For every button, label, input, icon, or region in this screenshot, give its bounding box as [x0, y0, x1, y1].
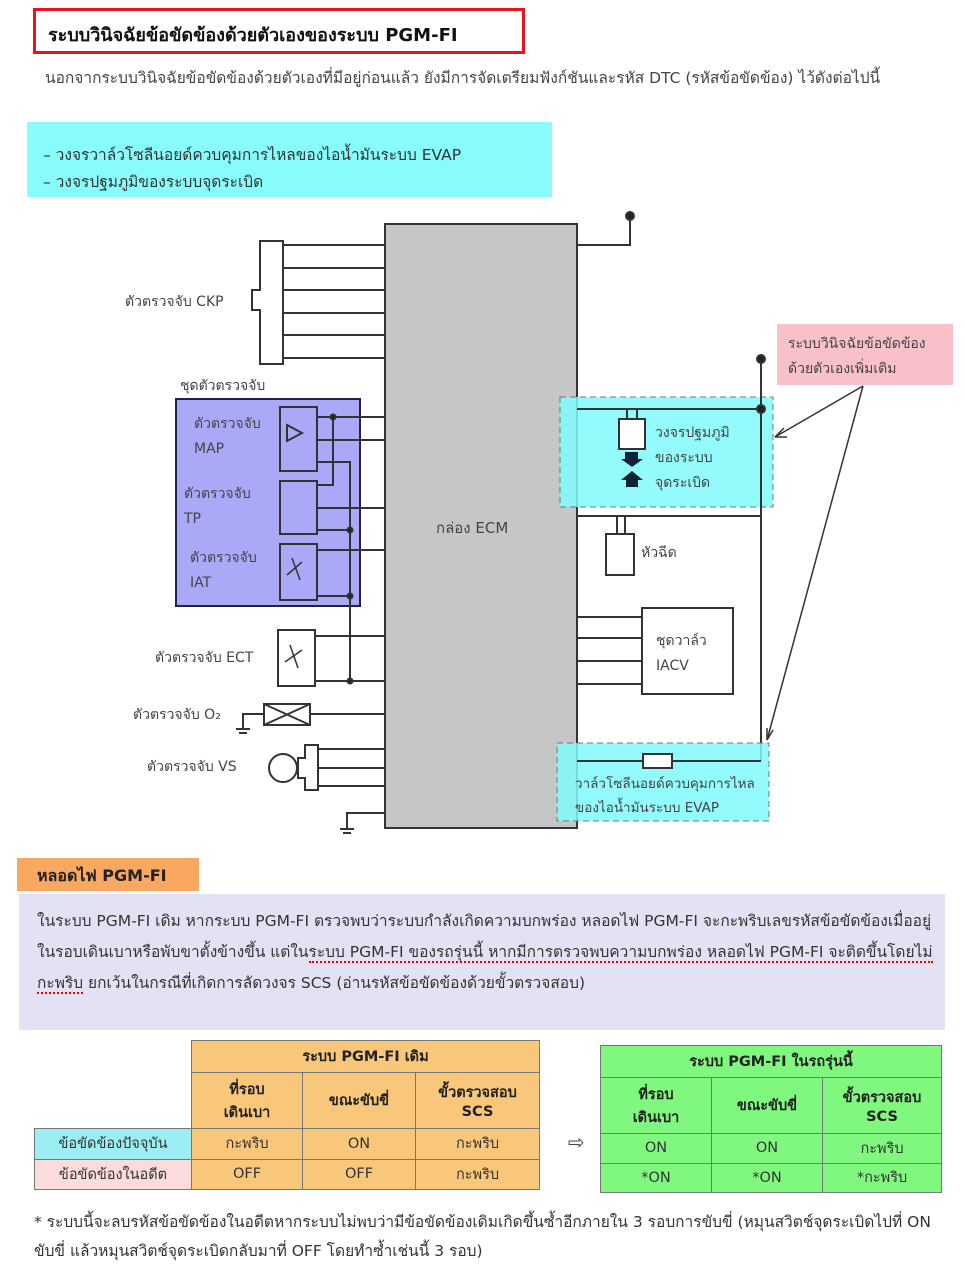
o2-label: ตัวตรวจจับ O₂	[133, 707, 221, 723]
evap-label: วาล์วโซลีนอยด์ควบคุมการไหล	[575, 775, 755, 792]
ecm-wiring-diagram: กล่อง ECM ตัวตรวจจับ CKP ชุดตัวตรวจจับ ต…	[125, 211, 953, 834]
tp-label-2: TP	[183, 511, 201, 527]
lamp-text-highlighted: ระบบ PGM-FI ของรถรุ่นนี้ หากมีการตรวจพบค…	[37, 943, 933, 994]
table-row: *ON *ON *กะพริบ	[600, 1162, 942, 1193]
iat-label-2: IAT	[190, 575, 212, 591]
callout-box	[777, 324, 953, 385]
map-label: ตัวตรวจจับ	[194, 416, 261, 432]
spark-arrow-icon	[621, 452, 643, 487]
ignition-label-2: ของระบบ	[655, 450, 713, 466]
bullet-item: – วงจรวาล์วโซลีนอยด์ควบคุมการไหลของไอน้ำ…	[43, 146, 462, 164]
ecm-box	[384, 223, 578, 829]
bullet-item: – วงจรปฐมภูมิของระบบจุดระเบิด	[43, 173, 264, 191]
page-title: ระบบวินิจฉัยข้อขัดข้องด้วยตัวเองของระบบ …	[48, 25, 458, 46]
title-box: ระบบวินิจฉัยข้อขัดข้องด้วยตัวเองของระบบ …	[33, 8, 525, 54]
table-row: ON ON กะพริบ	[600, 1133, 942, 1164]
table-cell: ON	[711, 1133, 823, 1164]
ignition-label: วงจรปฐมภูมิ	[655, 425, 730, 441]
injector-icon	[605, 533, 635, 576]
old-table-title: ระบบ PGM-FI เดิม	[191, 1040, 540, 1073]
ecm-label: กล่อง ECM	[436, 519, 508, 537]
sensor-unit-box	[175, 398, 361, 607]
old-system-table: ระบบ PGM-FI เดิม ที่รอบ เดินเบา ขณะขับขี…	[34, 1040, 540, 1190]
sensor-unit-label: ชุดตัวตรวจจับ	[180, 378, 265, 394]
table-cell: กะพริบ	[415, 1128, 540, 1160]
lamp-description-box: ในระบบ PGM-FI เดิม หากระบบ PGM-FI ตรวจพบ…	[19, 894, 945, 1030]
row-label: ข้อขัดข้องในอดีต	[34, 1158, 192, 1190]
ect-sensor-icon	[277, 629, 316, 687]
ckp-label: ตัวตรวจจับ CKP	[125, 294, 224, 310]
tp-label: ตัวตรวจจับ	[184, 486, 251, 502]
table-cell: *ON	[711, 1162, 823, 1193]
solenoid-icon	[642, 753, 673, 769]
iat-sensor-icon	[279, 543, 318, 601]
table-cell: กะพริบ	[822, 1133, 942, 1164]
lamp-heading-text: หลอดไฟ PGM-FI	[37, 866, 167, 885]
footnote: * ระบบนี้จะลบรหัสข้อขัดข้องในอดีตหากระบบ…	[34, 1213, 931, 1260]
column-header: ที่รอบ เดินเบา	[600, 1077, 712, 1134]
table-cell: *ON	[600, 1162, 712, 1193]
vs-label: ตัวตรวจจับ VS	[147, 759, 237, 775]
intro-paragraph: นอกจากระบบวินิจฉัยข้อขัดข้องด้วยตัวเองที…	[45, 69, 881, 87]
iacv-box	[641, 607, 734, 695]
bullet-list: – วงจรวาล์วโซลีนอยด์ควบคุมการไหลของไอน้ำ…	[27, 122, 552, 197]
injector-label: หัวฉีด	[641, 545, 677, 561]
new-table-title: ระบบ PGM-FI ในรถรุ่นนี้	[600, 1045, 942, 1078]
lamp-description: ในระบบ PGM-FI เดิม หากระบบ PGM-FI ตรวจพบ…	[37, 906, 939, 999]
table-cell: กะพริบ	[191, 1128, 303, 1160]
ignition-coil-icon	[618, 418, 646, 450]
lamp-text-a: ในระบบ PGM-FI เดิม หากระบบ PGM-FI ตรวจพบ…	[37, 912, 932, 961]
lamp-text-c: ยกเว้นในกรณีที่เกิดการลัดวงจร SCS (อ่านร…	[83, 974, 585, 992]
table-cell: *กะพริบ	[822, 1162, 942, 1193]
column-header: ที่รอบ เดินเบา	[191, 1072, 303, 1129]
lamp-heading: หลอดไฟ PGM-FI	[17, 858, 199, 891]
iacv-label-2: IACV	[656, 658, 689, 674]
table-cell: ON	[302, 1128, 416, 1160]
ignition-primary-highlight	[559, 396, 774, 508]
new-system-table: ระบบ PGM-FI ในรถรุ่นนี้ ที่รอบ เดินเบา ข…	[600, 1045, 942, 1193]
power-terminal-icon	[756, 354, 766, 364]
row-label: ข้อขัดข้องปัจจุบัน	[34, 1128, 192, 1160]
callout-arrow-icon	[766, 385, 864, 741]
ckp-sensor	[251, 240, 385, 365]
table-cell: ON	[600, 1133, 712, 1164]
ground-icon	[340, 812, 385, 834]
right-arrow-icon: ⇨	[568, 1130, 585, 1154]
column-header: ขั้วตรวจสอบ SCS	[415, 1072, 540, 1129]
column-header: ขณะขับขี่	[711, 1077, 823, 1134]
evap-label-2: ของไอน้ำมันระบบ EVAP	[575, 797, 719, 816]
power-terminal-icon	[625, 211, 635, 221]
ignition-label-3: จุดระเบิด	[655, 475, 710, 491]
table-cell: OFF	[302, 1158, 416, 1190]
iacv-label: ชุดวาล์ว	[656, 632, 707, 649]
iat-label: ตัวตรวจจับ	[190, 550, 257, 566]
callout-label-2: ด้วยตัวเองเพิ่มเติม	[788, 359, 897, 377]
table-cell: กะพริบ	[415, 1158, 540, 1190]
column-header: ขั้วตรวจสอบ SCS	[822, 1077, 942, 1134]
table-row: ข้อขัดข้องในอดีต OFF OFF กะพริบ	[34, 1158, 540, 1190]
map-label-2: MAP	[194, 441, 224, 457]
vs-sensor-gear-icon	[268, 753, 298, 783]
ect-label: ตัวตรวจจับ ECT	[155, 650, 254, 666]
table-cell: OFF	[191, 1158, 303, 1190]
amplifier-icon	[286, 423, 305, 443]
callout-label: ระบบวินิจฉัยข้อขัดข้อง	[788, 336, 926, 352]
column-header: ขณะขับขี่	[302, 1072, 416, 1129]
table-row: ข้อขัดข้องปัจจุบัน กะพริบ ON กะพริบ	[34, 1128, 540, 1160]
